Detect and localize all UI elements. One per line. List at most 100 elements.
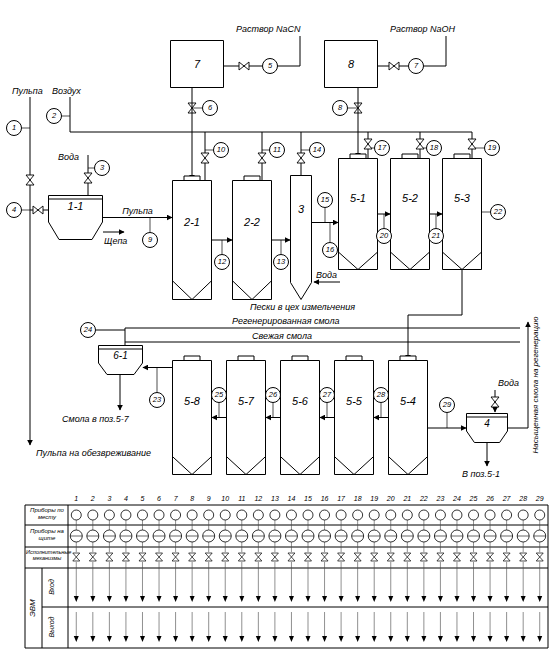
instrument-number: 29: [443, 401, 451, 409]
table-columns: [70, 510, 545, 642]
field-instrument: [220, 510, 230, 520]
panel-mark: [517, 536, 529, 537]
field-instrument: [286, 510, 296, 520]
panel-mark: [103, 536, 115, 537]
sorption-tank: 5-4: [388, 360, 428, 475]
panel-instrument: [319, 530, 331, 542]
instrument-number: 26: [269, 391, 277, 399]
instrument-number: 13: [277, 258, 285, 266]
water-inlet: [314, 282, 340, 283]
column-number: 15: [299, 495, 317, 503]
field-instrument: [336, 510, 346, 520]
pulp-line: [30, 97, 31, 445]
instrument-number: 24: [84, 326, 92, 334]
panel-instrument: [468, 530, 480, 542]
stream-label: Пульпа на обезвреживание: [36, 448, 176, 458]
signal-arrow: [256, 596, 261, 642]
instrument-bubble: 14: [309, 142, 325, 158]
table-grid: [25, 505, 548, 648]
panel-instrument: [252, 530, 264, 542]
actuator-symbol: [404, 553, 411, 561]
tank-shape: [227, 356, 266, 475]
column-number: 5: [133, 495, 151, 503]
signal-arrow: [306, 596, 311, 642]
field-instrument: [369, 510, 379, 520]
pipeline-connector: [430, 214, 442, 215]
panel-instrument: [186, 530, 198, 542]
instrument-number: 20: [380, 232, 388, 240]
instrument-number: 15: [321, 196, 329, 204]
instrument-bubble: 21: [428, 228, 444, 244]
table-row-header: Приборы на щите: [26, 528, 68, 542]
sorption-tank: 2-2: [232, 180, 272, 300]
instrument-circle: [270, 143, 285, 158]
instrument-circle: [7, 203, 22, 218]
instrument-bubble: 20: [376, 228, 392, 244]
tank-shape: [233, 176, 272, 300]
instrument-circle: [374, 388, 389, 403]
instrument-bubble: 23: [149, 392, 165, 408]
instrument-circle: [377, 229, 392, 244]
instrument-number: 3: [100, 164, 104, 172]
signal-arrow: [239, 596, 244, 642]
field-instrument: [419, 510, 429, 520]
column-number: 22: [415, 495, 433, 503]
table-column: [285, 510, 297, 642]
signal-arrow: [372, 596, 377, 642]
panel-instrument: [517, 530, 529, 542]
panel-mark: [236, 536, 248, 537]
reagent-tank: 7: [170, 40, 224, 88]
field-instrument: [303, 510, 313, 520]
actuator-symbol: [255, 553, 262, 561]
actuator-symbol: [106, 553, 113, 561]
instrument-number: 6: [208, 104, 212, 112]
instrument-circle: [318, 193, 333, 208]
panel-instrument: [203, 530, 215, 542]
stream-label: Щепа: [104, 236, 136, 246]
tank-shape: [443, 154, 482, 270]
tank-outline: [442, 158, 482, 270]
tank-outline: [172, 360, 212, 475]
stream-label: Вода: [316, 270, 344, 280]
table-column: [302, 510, 314, 642]
panel-instrument: [302, 530, 314, 542]
instrument-bubble: 13: [273, 254, 289, 270]
pipeline-connector: [266, 417, 280, 418]
signal-arrow: [471, 596, 476, 642]
instrument-number: 7: [414, 62, 418, 70]
pipeline-connector: [103, 217, 172, 218]
instrument-circle: [375, 141, 390, 156]
column-number: 11: [233, 495, 251, 503]
stream-label: Раствор NaCN: [236, 24, 316, 34]
panel-mark: [418, 536, 430, 537]
equipment-number: 8: [348, 58, 354, 70]
actuator-symbol: [305, 553, 312, 561]
column-number: 24: [448, 495, 466, 503]
instrument-circle: [333, 101, 348, 116]
instrument-number: 2: [52, 112, 56, 120]
actuator-symbol: [271, 553, 278, 561]
sorption-tank: 5-8: [172, 360, 212, 475]
instrument-bubble: 6: [202, 100, 218, 116]
field-instrument: [171, 510, 181, 520]
table-column: [236, 510, 248, 642]
pipeline-connector: [358, 88, 359, 158]
signal-arrow: [173, 596, 178, 642]
panel-instrument: [335, 530, 347, 542]
column-number: 10: [216, 495, 234, 503]
washing-column: 3: [290, 175, 312, 300]
signal-arrow: [438, 596, 443, 642]
actuator-symbol: [536, 553, 543, 561]
table-column: [87, 510, 99, 642]
instrument-circle: [429, 229, 444, 244]
signal-arrow: [223, 596, 228, 642]
instrument-bubble: 2: [46, 108, 62, 124]
field-instrument: [154, 510, 164, 520]
instrument-circle: [203, 101, 218, 116]
column-number: 26: [481, 495, 499, 503]
signal-arrow: [289, 596, 294, 642]
table-column: [534, 510, 546, 642]
actuator-symbol: [420, 553, 427, 561]
table-column: [120, 510, 132, 642]
field-instrument: [535, 510, 545, 520]
